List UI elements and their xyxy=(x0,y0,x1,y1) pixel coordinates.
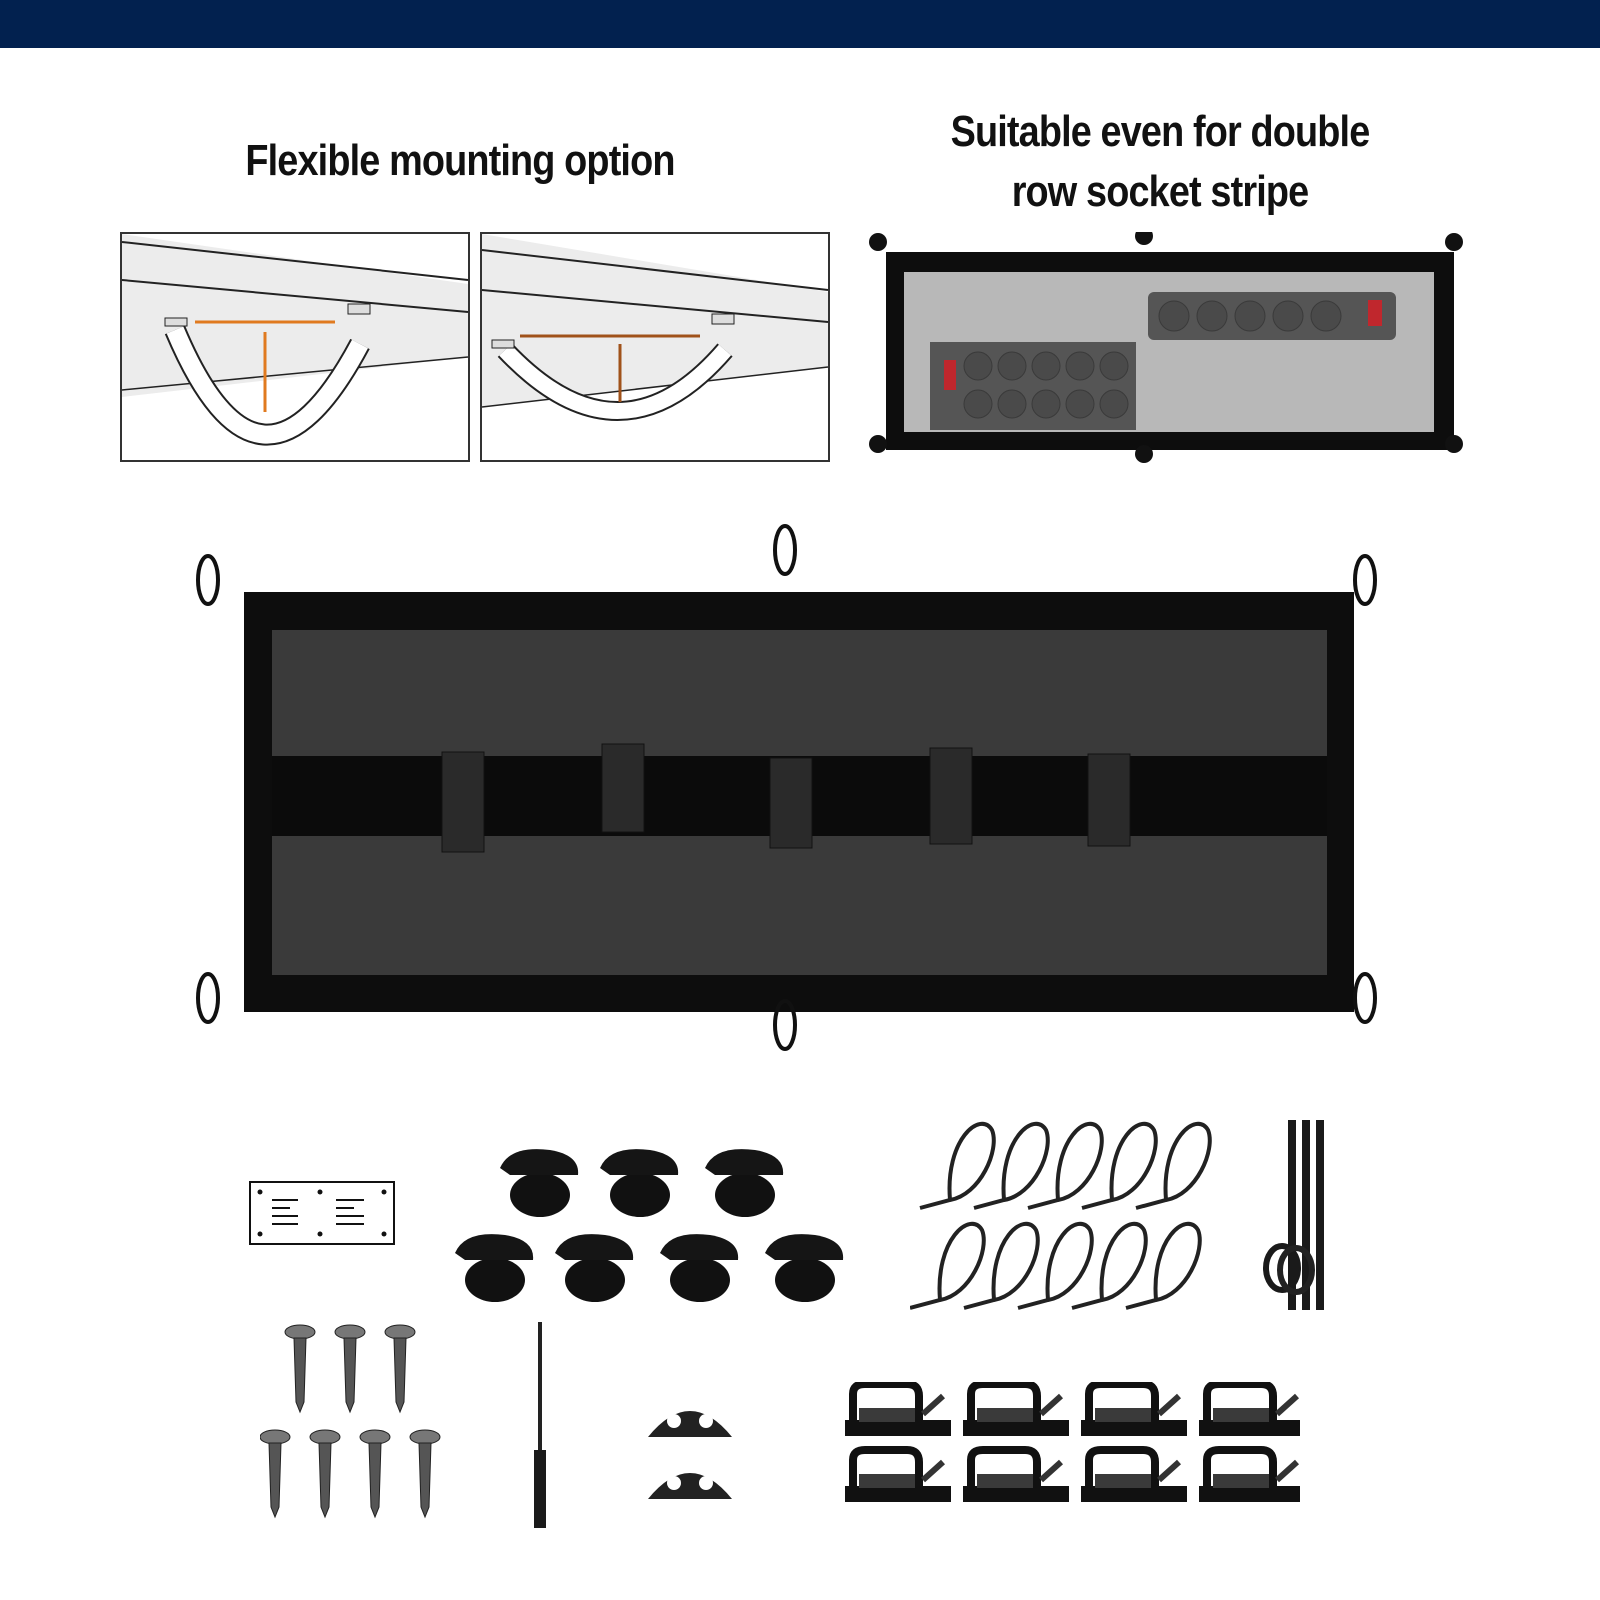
socket xyxy=(1234,300,1266,332)
screws xyxy=(260,1324,441,1519)
elastic-loop-icon xyxy=(1353,554,1377,606)
strap xyxy=(441,751,485,853)
mounting-template xyxy=(249,1181,395,1245)
mounting-diagram-shallow xyxy=(480,232,830,462)
cable-tie xyxy=(919,1122,996,1210)
adhesive-cable-holders xyxy=(845,1382,1300,1502)
knob-icon xyxy=(1135,232,1153,245)
knob-icon xyxy=(1445,435,1463,453)
drill-bit xyxy=(534,1322,546,1528)
strap xyxy=(601,743,645,833)
socket xyxy=(1196,300,1228,332)
cable-clip xyxy=(648,1473,732,1499)
cable-net xyxy=(196,524,1377,1051)
knob-icon xyxy=(869,435,887,453)
elastic-loop-icon xyxy=(196,554,220,606)
mounting-diagram-deep xyxy=(120,232,470,462)
socket xyxy=(1099,351,1129,381)
screw xyxy=(409,1429,441,1519)
cable-tie xyxy=(910,1222,986,1310)
heading-double-row-line2: row socket stripe xyxy=(1011,167,1309,216)
cable-tie xyxy=(1135,1122,1212,1210)
elastic-loop-icon xyxy=(773,999,797,1051)
knob-icon xyxy=(869,233,887,251)
socket xyxy=(1310,300,1342,332)
strap xyxy=(1087,753,1131,847)
adhesive-cable-holder xyxy=(1199,1382,1300,1436)
adhesive-cable-holder xyxy=(845,1382,951,1436)
switch-red xyxy=(1368,300,1382,326)
cable-tie xyxy=(1081,1122,1158,1210)
cable-ties xyxy=(910,1122,1212,1310)
adhesive-cable-holder xyxy=(845,1446,951,1502)
cable-clips xyxy=(648,1411,732,1499)
adhesive-cable-holder xyxy=(963,1382,1069,1436)
adhesive-hook xyxy=(765,1234,844,1302)
cable-tie xyxy=(963,1222,1040,1310)
elastic-loop-icon xyxy=(196,972,220,1024)
socket xyxy=(997,351,1027,381)
strap xyxy=(769,757,813,849)
screw xyxy=(384,1324,416,1414)
power-strip-double-row xyxy=(930,342,1136,430)
adhesive-cable-holder xyxy=(1199,1446,1300,1502)
heading-double-row-line1: Suitable even for double xyxy=(950,107,1371,156)
cable-tie xyxy=(1071,1222,1148,1310)
screw xyxy=(334,1324,366,1414)
cable-tie xyxy=(1125,1222,1202,1310)
cable-tie xyxy=(1027,1122,1104,1210)
socket xyxy=(1158,300,1190,332)
screw xyxy=(260,1429,291,1519)
velcro-straps xyxy=(1263,1120,1324,1310)
socket xyxy=(1272,300,1304,332)
elastic-loop-icon xyxy=(773,524,797,576)
heading-double-row: Suitable even for double row socket stri… xyxy=(893,102,1426,222)
socket xyxy=(963,389,993,419)
socket xyxy=(1065,389,1095,419)
adhesive-cable-holder xyxy=(1081,1446,1187,1502)
screw xyxy=(359,1429,391,1519)
adhesive-hook xyxy=(500,1149,579,1217)
knob-icon xyxy=(1135,445,1153,463)
heading-mounting: Flexible mounting option xyxy=(245,136,675,185)
strap xyxy=(929,747,973,845)
socket xyxy=(997,389,1027,419)
socket xyxy=(1031,351,1061,381)
top-banner xyxy=(0,0,1600,48)
adhesive-hook xyxy=(660,1234,739,1302)
adhesive-hook xyxy=(600,1149,679,1217)
socket xyxy=(1099,389,1129,419)
cable-clip xyxy=(648,1411,732,1437)
socket xyxy=(1031,389,1061,419)
power-strip-single-row xyxy=(1148,292,1396,340)
adhesive-cable-holder xyxy=(1081,1382,1187,1436)
adhesive-hook xyxy=(555,1234,634,1302)
socket-net-illustration xyxy=(869,232,1463,463)
cable-tie xyxy=(1017,1222,1094,1310)
adhesive-cable-holder xyxy=(963,1446,1069,1502)
knob-icon xyxy=(1445,233,1463,251)
cable-tie xyxy=(973,1122,1050,1210)
screw xyxy=(309,1429,341,1519)
adhesive-hooks xyxy=(455,1149,844,1302)
adhesive-hook xyxy=(455,1234,534,1302)
screw xyxy=(284,1324,316,1414)
socket xyxy=(1065,351,1095,381)
socket xyxy=(963,351,993,381)
elastic-loop-icon xyxy=(1353,972,1377,1024)
adhesive-hook xyxy=(705,1149,784,1217)
switch-red xyxy=(944,360,956,390)
